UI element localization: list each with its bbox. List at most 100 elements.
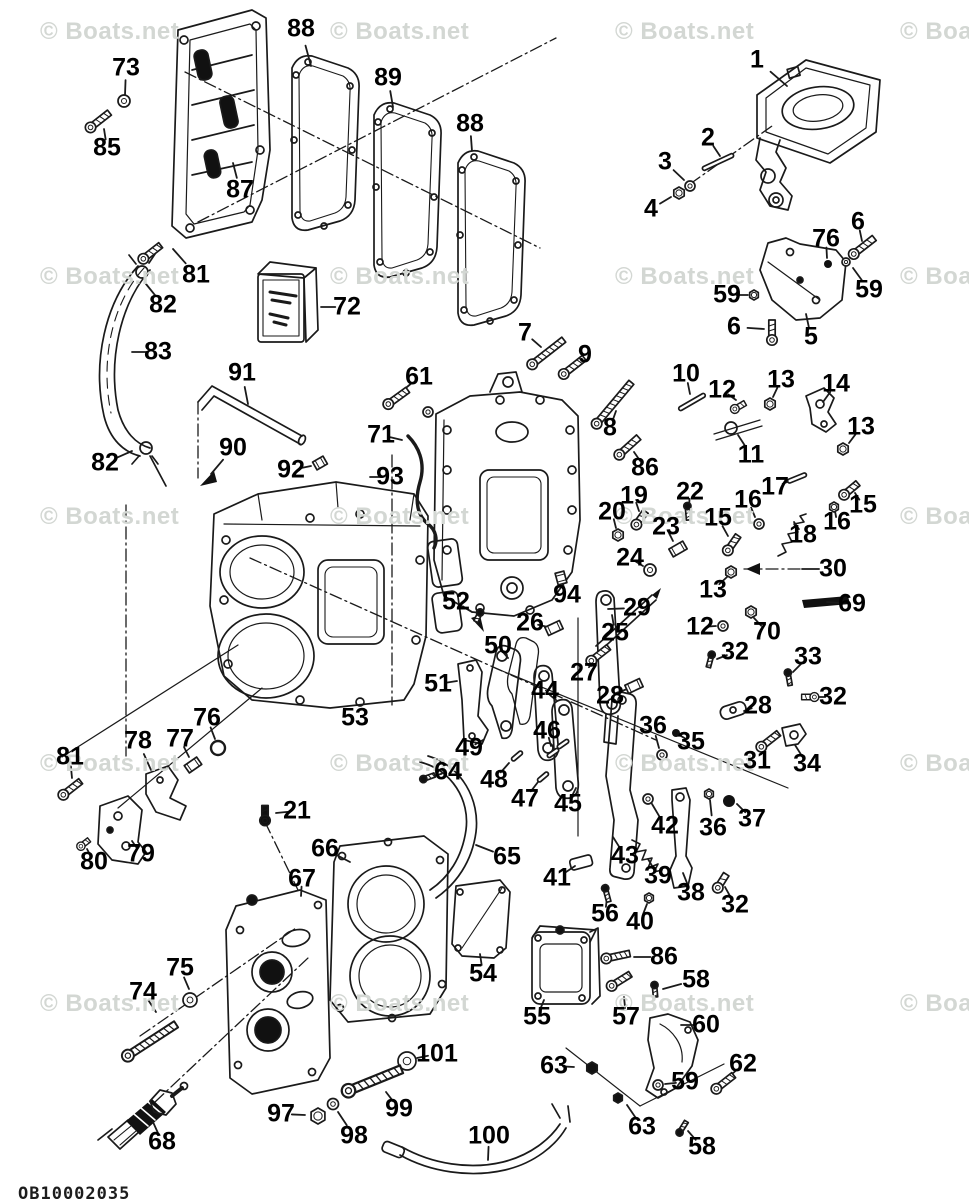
- hardware-screw: [600, 883, 612, 904]
- boats-net-watermark: © Boats.net: [900, 18, 969, 45]
- part-callout-60: 60: [692, 1010, 720, 1039]
- part-callout-4: 4: [644, 194, 658, 223]
- boats-net-watermark: © Boats.net: [900, 503, 969, 530]
- boats-net-watermark: © Boats.net: [615, 990, 755, 1017]
- boats-net-watermark: © Boats.net: [900, 750, 969, 777]
- part-callout-59: 59: [713, 280, 741, 309]
- part-callout-101: 101: [416, 1039, 458, 1068]
- hardware-bolt: [57, 777, 84, 801]
- hardware-screw: [473, 608, 485, 624]
- hardware-pin: [536, 771, 550, 783]
- part-callout-92: 92: [277, 455, 305, 484]
- hardware-spacer: [554, 570, 568, 586]
- hardware-pin: [786, 472, 808, 484]
- part-callout-97: 97: [267, 1099, 295, 1128]
- part-callout-83: 83: [144, 337, 172, 366]
- part-callout-13: 13: [847, 412, 875, 441]
- spring-18: [777, 513, 807, 557]
- part-callout-88: 88: [456, 109, 484, 138]
- hardware-nut: [828, 501, 840, 513]
- gasket-54: [451, 879, 511, 959]
- part-callout-32: 32: [721, 890, 749, 919]
- part-callout-76: 76: [193, 703, 221, 732]
- part-callout-98: 98: [340, 1121, 368, 1150]
- boats-net-watermark: © Boats.net: [40, 263, 180, 290]
- hardware-washer: [652, 1079, 664, 1091]
- part-callout-1: 1: [750, 45, 764, 74]
- gasket-89: [372, 101, 442, 279]
- hardware-pin: [677, 392, 707, 412]
- bracket-78-79: [97, 765, 187, 865]
- part-callout-17: 17: [761, 472, 789, 501]
- part-callout-5: 5: [804, 322, 818, 351]
- boats-net-watermark: © Boats.net: [330, 750, 470, 777]
- part-callout-28: 28: [596, 681, 624, 710]
- hardware-bolt: [613, 434, 642, 461]
- part-callout-6: 6: [727, 312, 741, 341]
- hardware-washer: [422, 406, 434, 418]
- part-callout-39: 39: [644, 861, 672, 890]
- part-callout-86: 86: [650, 942, 678, 971]
- part-callout-16: 16: [734, 485, 762, 514]
- hardware-spacer: [543, 619, 565, 637]
- part-callout-82: 82: [149, 290, 177, 319]
- hardware-screw: [682, 501, 692, 522]
- part-callout-36: 36: [639, 711, 667, 740]
- part-callout-77: 77: [166, 724, 194, 753]
- boats-net-watermark: © Boats.net: [615, 18, 755, 45]
- boats-net-watermark: © Boats.net: [900, 990, 969, 1017]
- part-callout-91: 91: [228, 358, 256, 387]
- part-callout-53: 53: [341, 703, 369, 732]
- hardware-screw: [783, 668, 794, 687]
- part-callout-78: 78: [124, 726, 152, 755]
- hardware-dot: [672, 729, 680, 737]
- part-callout-58: 58: [688, 1132, 716, 1161]
- hardware-bolt: [630, 508, 650, 531]
- part-callout-56: 56: [591, 899, 619, 928]
- part-callout-30: 30: [819, 554, 847, 583]
- hardware-bolt: [721, 532, 742, 557]
- hardware-nut: [612, 1092, 624, 1104]
- part-callout-81: 81: [56, 742, 84, 771]
- boats-net-watermark: © Boats.net: [615, 750, 755, 777]
- part-callout-45: 45: [554, 789, 582, 818]
- boats-net-watermark: © Boats.net: [615, 503, 755, 530]
- hardware-washer: [397, 1051, 417, 1071]
- hardware-nut: [310, 1107, 326, 1125]
- part-callout-27: 27: [570, 658, 598, 687]
- part-callout-31: 31: [743, 746, 771, 775]
- boats-net-watermark: © Boats.net: [330, 990, 470, 1017]
- plate-28: [719, 700, 747, 720]
- hardware-screw: [705, 650, 717, 669]
- part-callout-99: 99: [385, 1094, 413, 1123]
- boats-net-watermark: © Boats.net: [40, 750, 180, 777]
- part-callout-94: 94: [553, 580, 581, 609]
- part-callout-65: 65: [493, 842, 521, 871]
- construction-lines: [61, 617, 789, 1107]
- part-callout-22: 22: [676, 477, 704, 506]
- hardware-pin: [701, 152, 735, 172]
- hardware-bolt: [84, 109, 113, 134]
- hardware-nut: [724, 565, 738, 579]
- part-callout-24: 24: [616, 543, 644, 572]
- boats-net-watermark: © Boats.net: [615, 263, 755, 290]
- hardware-nut: [763, 397, 777, 411]
- part-callout-44: 44: [531, 676, 559, 705]
- part-callout-14: 14: [822, 369, 850, 398]
- hardware-bolt: [711, 871, 730, 894]
- hardware-bolt: [258, 804, 272, 827]
- head-cover-67: [225, 889, 331, 1095]
- part-callout-68: 68: [148, 1127, 176, 1156]
- hardware-nut: [836, 442, 850, 456]
- hardware-screw: [418, 772, 437, 784]
- part-callout-41: 41: [543, 863, 571, 892]
- hardware-bolt: [585, 643, 612, 667]
- hardware-washer: [841, 257, 851, 267]
- hardware-nut: [611, 528, 625, 542]
- hardware-spacer: [667, 540, 689, 558]
- part-callout-61: 61: [405, 362, 433, 391]
- part-callout-67: 67: [288, 864, 316, 893]
- bracket-5: [759, 237, 847, 321]
- hardware-washer: [182, 992, 198, 1008]
